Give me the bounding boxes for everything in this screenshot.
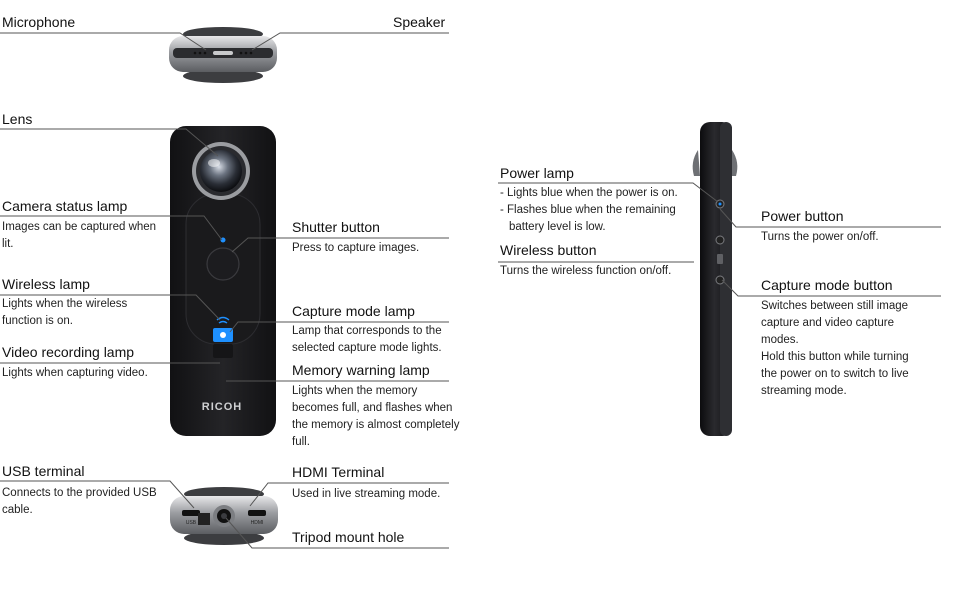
- desc-capture-mode-button: Switches between still image capture and…: [761, 300, 909, 397]
- desc-hdmi-terminal: Used in live streaming mode.: [292, 488, 441, 500]
- label-shutter-button: Shutter button: [292, 219, 380, 235]
- desc-capture-mode-lamp: Lamp that corresponds to the selected ca…: [292, 325, 442, 354]
- desc-memory-warning-lamp: Lights when the memory becomes full, and…: [292, 385, 460, 448]
- desc-wireless-lamp: Lights when the wireless function is on.: [2, 298, 128, 327]
- desc-power-lamp: - Lights blue when the power is on. - Fl…: [500, 187, 678, 233]
- label-power-lamp: Power lamp: [500, 165, 574, 181]
- desc-camera-status-lamp: Images can be captured when lit.: [2, 221, 157, 250]
- label-video-recording-lamp: Video recording lamp: [2, 344, 135, 360]
- label-usb-terminal: USB terminal: [2, 463, 85, 479]
- label-memory-warning-lamp: Memory warning lamp: [292, 362, 430, 378]
- desc-video-recording-lamp: Lights when capturing video.: [2, 367, 148, 379]
- camera-side-view: [692, 122, 738, 436]
- label-power-button: Power button: [761, 208, 844, 224]
- label-capture-mode-button: Capture mode button: [761, 277, 893, 293]
- label-microphone: Microphone: [2, 14, 76, 30]
- label-hdmi-terminal: HDMI Terminal: [292, 464, 385, 480]
- label-wireless-button: Wireless button: [500, 242, 597, 258]
- label-capture-mode-lamp: Capture mode lamp: [292, 303, 415, 319]
- desc-shutter-button: Press to capture images.: [292, 242, 420, 254]
- desc-power-button: Turns the power on/off.: [761, 231, 879, 243]
- desc-wireless-button: Turns the wireless function on/off.: [500, 265, 672, 277]
- label-tripod-mount-hole: Tripod mount hole: [292, 529, 405, 545]
- camera-front-view: RICOH: [170, 126, 276, 436]
- label-wireless-lamp: Wireless lamp: [2, 276, 90, 292]
- brand-logo: RICOH: [202, 401, 242, 413]
- label-camera-status-lamp: Camera status lamp: [2, 198, 128, 214]
- desc-usb-terminal: Connects to the provided USB cable.: [2, 487, 157, 516]
- hdmi-port-label: HDMI: [251, 520, 264, 526]
- camera-top-view: [169, 27, 277, 83]
- label-speaker: Speaker: [393, 14, 446, 30]
- usb-port-label: USB: [186, 520, 197, 526]
- label-lens: Lens: [2, 111, 33, 127]
